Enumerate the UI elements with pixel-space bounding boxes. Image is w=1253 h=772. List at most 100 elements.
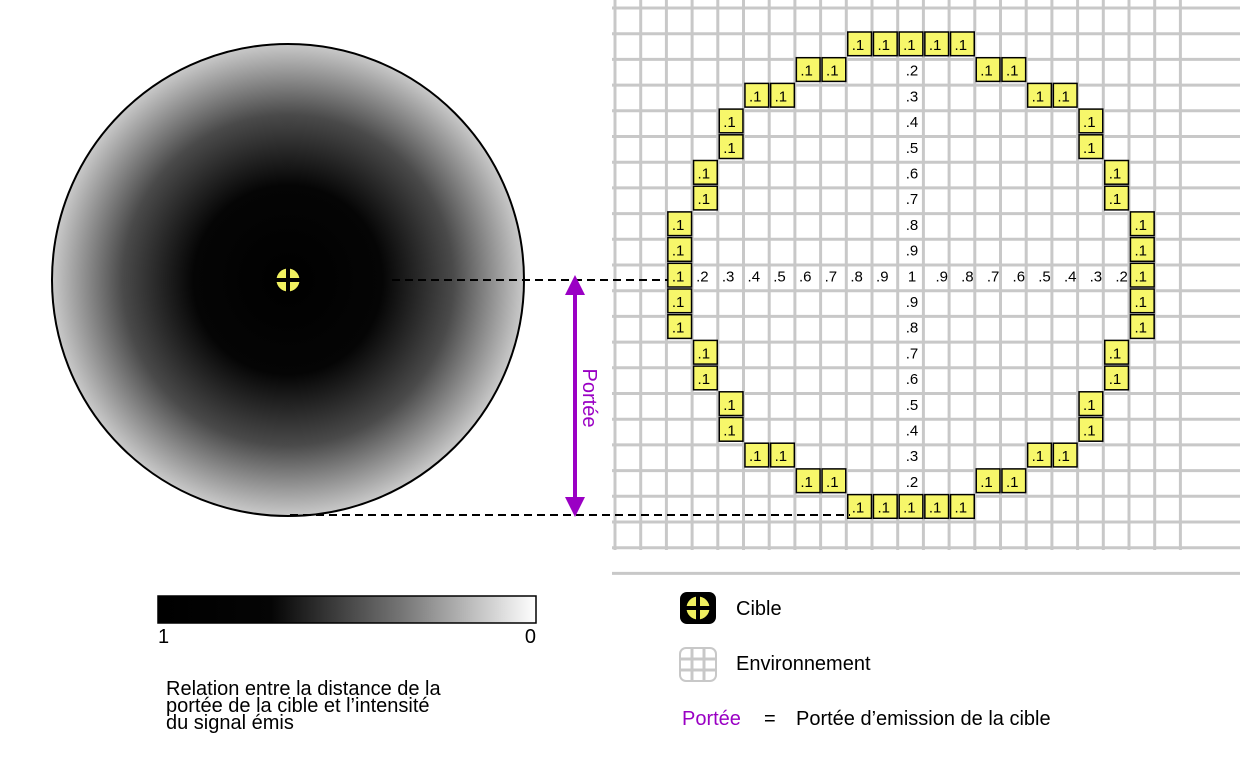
intensity-value: .7 xyxy=(906,191,919,208)
range-cell xyxy=(847,31,873,57)
intensity-value: .6 xyxy=(906,166,919,183)
range-cell xyxy=(898,493,924,520)
intensity-value: .9 xyxy=(876,268,889,285)
cell-value: .1 xyxy=(1006,63,1019,80)
cell-value: .1 xyxy=(723,397,736,414)
cell-value: .1 xyxy=(929,37,942,54)
intensity-value: .5 xyxy=(1038,268,1051,285)
intensity-value: .8 xyxy=(961,268,974,285)
cell-value: .1 xyxy=(877,500,890,517)
range-cell xyxy=(692,339,718,365)
intensity-value: .5 xyxy=(906,397,919,414)
intensity-value: 1 xyxy=(908,268,916,285)
range-cell xyxy=(1026,82,1053,108)
cell-value: .1 xyxy=(775,448,788,465)
cell-value: .1 xyxy=(800,63,813,80)
cell-value: .1 xyxy=(1134,294,1147,311)
range-cell xyxy=(872,493,898,520)
intensity-value: .6 xyxy=(1013,268,1026,285)
range-cell xyxy=(795,56,821,83)
intensity-value: .9 xyxy=(906,243,919,260)
range-cell xyxy=(744,82,770,108)
range-cell xyxy=(1104,159,1130,185)
cell-value: .1 xyxy=(1083,397,1096,414)
range-cells: .1 .1 .1 .1 .1 .1 .1 .1 .1 .1 .1 .1 .1 .1 .1 .1 .1 .1 .1 .1… xyxy=(667,31,1155,520)
intensity-value: .3 xyxy=(906,88,919,105)
cell-value: .1 xyxy=(1057,448,1070,465)
range-cell xyxy=(718,391,744,417)
cell-value: .1 xyxy=(698,191,711,208)
cell-value: .1 xyxy=(826,474,839,491)
gradient-min-label: 1 xyxy=(158,626,169,648)
range-cell xyxy=(1001,56,1027,83)
cell-value: .1 xyxy=(955,500,968,517)
range-cell xyxy=(667,236,693,263)
diagram-caption: Relation entre la distance de la portée … xyxy=(166,678,566,733)
range-cell xyxy=(718,134,744,160)
cell-value: .1 xyxy=(1006,474,1019,491)
legend-environment-icon xyxy=(679,647,717,682)
intensity-value: .8 xyxy=(850,268,863,285)
cell-value: .1 xyxy=(1134,320,1147,337)
cell-value: .1 xyxy=(955,37,968,54)
cell-value: .1 xyxy=(723,114,736,131)
intensity-value: .2 xyxy=(906,63,919,80)
range-cell xyxy=(1129,313,1155,340)
range-cell xyxy=(692,185,718,211)
intensity-value: .3 xyxy=(1090,268,1103,285)
cell-value: .1 xyxy=(698,371,711,388)
intensity-value: .7 xyxy=(987,268,1000,285)
range-cell xyxy=(975,468,1001,494)
intensity-value: .4 xyxy=(906,114,919,131)
cell-value: .1 xyxy=(672,268,685,285)
cell-value: .1 xyxy=(800,474,813,491)
range-cell xyxy=(1078,134,1104,160)
cell-value: .1 xyxy=(1134,243,1147,260)
intensity-value: .9 xyxy=(935,268,948,285)
cell-value: .1 xyxy=(1134,217,1147,234)
gradient-max-label: 0 xyxy=(525,626,536,648)
range-cell xyxy=(795,468,821,494)
range-cell xyxy=(718,416,744,442)
range-cell xyxy=(692,159,718,185)
cell-value: .1 xyxy=(672,243,685,260)
cell-value: .1 xyxy=(698,345,711,362)
legend-target-icon xyxy=(680,592,716,624)
cell-value: .1 xyxy=(826,63,839,80)
range-cell xyxy=(1078,108,1104,134)
intensity-value: .7 xyxy=(825,268,838,285)
intensity-value: .5 xyxy=(773,268,786,285)
cell-value: .1 xyxy=(852,500,865,517)
cell-value: .1 xyxy=(1083,114,1096,131)
range-cell xyxy=(1129,236,1155,263)
cell-value: .1 xyxy=(749,88,762,105)
caption-line: Relation entre la distance de la xyxy=(166,678,441,700)
legend-range-equals: = xyxy=(764,708,776,730)
range-cell xyxy=(872,31,898,57)
cell-value: .1 xyxy=(1032,88,1045,105)
range-cell xyxy=(667,288,693,314)
cell-value: .1 xyxy=(903,500,916,517)
range-label: Portée xyxy=(578,369,600,428)
range-cell xyxy=(847,493,873,520)
intensity-value: .2 xyxy=(906,474,919,491)
intensity-value: .8 xyxy=(906,320,919,337)
range-cell xyxy=(821,56,847,83)
range-cell xyxy=(667,313,693,340)
range-cell xyxy=(1052,82,1078,108)
intensity-value: .7 xyxy=(906,345,919,362)
intensity-value: .4 xyxy=(906,423,919,440)
range-cell xyxy=(769,82,796,108)
intensity-value: .2 xyxy=(1115,268,1128,285)
range-cell xyxy=(1104,185,1130,211)
cell-value: .1 xyxy=(1083,423,1096,440)
legend-range-key: Portée xyxy=(682,708,741,730)
range-cell xyxy=(1104,365,1130,391)
intensity-value: .3 xyxy=(722,268,735,285)
cell-value: .1 xyxy=(1032,448,1045,465)
range-cell xyxy=(744,442,770,468)
range-cell xyxy=(1078,416,1104,442)
range-cell xyxy=(949,493,975,520)
intensity-value: .6 xyxy=(799,268,812,285)
